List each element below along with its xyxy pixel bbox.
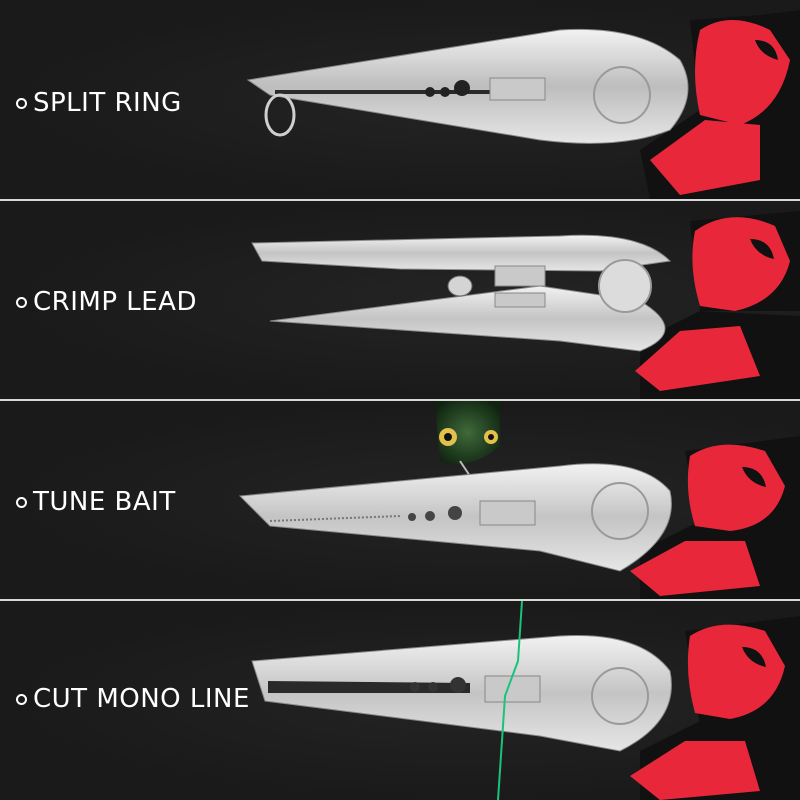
feature-label-text: TUNE BAIT: [33, 487, 176, 517]
panel-split-ring: SPLIT RING: [0, 0, 800, 199]
crimp-sleeve-icon: [447, 275, 473, 297]
feature-label-text: CRIMP LEAD: [33, 287, 197, 317]
split-ring-icon: [264, 93, 296, 137]
pliers-icon: [246, 10, 800, 199]
panel-tune-bait: TUNE BAIT: [0, 401, 800, 599]
panel-cut-mono-line: CUT MONO LINE: [0, 601, 800, 800]
lure-icon: [435, 401, 500, 477]
pliers-icon: [251, 601, 800, 800]
mono-line-icon: [497, 601, 523, 800]
bullet-circle-icon: [16, 296, 27, 308]
feature-label-cut-mono-line: CUT MONO LINE: [16, 684, 250, 714]
pliers-icon: [238, 401, 800, 599]
feature-label-text: CUT MONO LINE: [33, 684, 250, 714]
bullet-circle-icon: [16, 693, 27, 705]
bullet-circle-icon: [16, 496, 27, 508]
divider: [0, 399, 800, 401]
feature-label-tune-bait: TUNE BAIT: [16, 487, 176, 517]
pliers-icon: [251, 211, 800, 399]
feature-label-crimp-lead: CRIMP LEAD: [16, 287, 197, 317]
feature-label-split-ring: SPLIT RING: [16, 88, 182, 118]
divider: [0, 599, 800, 601]
panel-crimp-lead: CRIMP LEAD: [0, 201, 800, 399]
divider: [0, 199, 800, 201]
feature-label-text: SPLIT RING: [33, 88, 182, 118]
bullet-circle-icon: [16, 97, 27, 109]
